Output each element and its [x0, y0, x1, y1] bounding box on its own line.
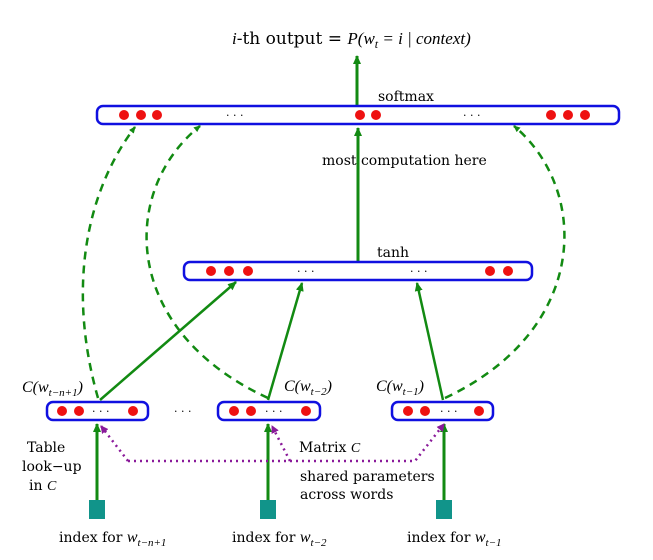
shared-parameters-line-left: [100, 425, 129, 462]
softmax-ellipsis-right: · · ·: [463, 109, 480, 122]
embedding-ellipsis-2: · · ·: [265, 405, 282, 418]
embedding-3: · · ·: [390, 400, 495, 422]
softmax-ellipsis-left: · · ·: [226, 109, 243, 122]
between-embeddings-ellipsis: · · ·: [174, 405, 191, 418]
tanh-label: tanh: [377, 245, 409, 261]
table-lookup-label-3: in C: [29, 478, 57, 494]
table-lookup-label: Table: [27, 440, 65, 456]
embedding-box-2: [216, 400, 322, 422]
embedding-ellipsis-1: · · ·: [92, 405, 109, 418]
shared-parameters-line: [128, 423, 445, 463]
tanh-ellipsis-left: · · ·: [297, 265, 314, 278]
across-words-label: across words: [300, 487, 393, 503]
embedding-2: · · ·: [216, 400, 322, 422]
embedding-label-2: C(wt−2): [284, 378, 332, 398]
index-square-3: [436, 500, 452, 519]
embedding-2-skip-connection: [145, 125, 269, 400]
embedding-label-1: C(wt−n+1): [22, 379, 83, 399]
shared-parameters-line-middle: [270, 425, 292, 462]
shared-parameters-label: shared parameters: [300, 469, 435, 485]
embedding-1-to-tanh-arrow: [99, 281, 237, 401]
embedding-2-to-tanh-arrow: [266, 282, 304, 401]
table-lookup-label-2: look−up: [22, 459, 82, 475]
index-square-1: [89, 500, 105, 519]
softmax-label: softmax: [378, 89, 434, 105]
softmax-units: [119, 110, 590, 120]
index-label-2: index for wt−2: [232, 529, 327, 549]
index-square-2: [260, 500, 276, 519]
embedding-1: · · ·: [45, 400, 150, 422]
embedding-3-skip-connection: [444, 125, 566, 400]
matrix-c-label: Matrix C: [299, 440, 361, 456]
output-title: i-th output = P(wt = i | context): [232, 29, 471, 51]
tanh-layer-box: [182, 260, 534, 282]
embedding-3-to-tanh-arrow: [414, 282, 445, 401]
index-label-1: index for wt−n+1: [59, 529, 166, 549]
embedding-1-skip-connection: [81, 126, 136, 399]
embedding-ellipsis-3: · · ·: [440, 405, 457, 418]
index-label-3: index for wt−1: [407, 529, 502, 549]
embedding-label-3: C(wt−1): [376, 378, 424, 398]
tanh-units: [206, 266, 513, 276]
tanh-ellipsis-right: · · ·: [410, 265, 427, 278]
embedding-box-1: [45, 400, 150, 422]
most-computation-label: most computation here: [322, 153, 487, 169]
embedding-box-3: [390, 400, 495, 422]
